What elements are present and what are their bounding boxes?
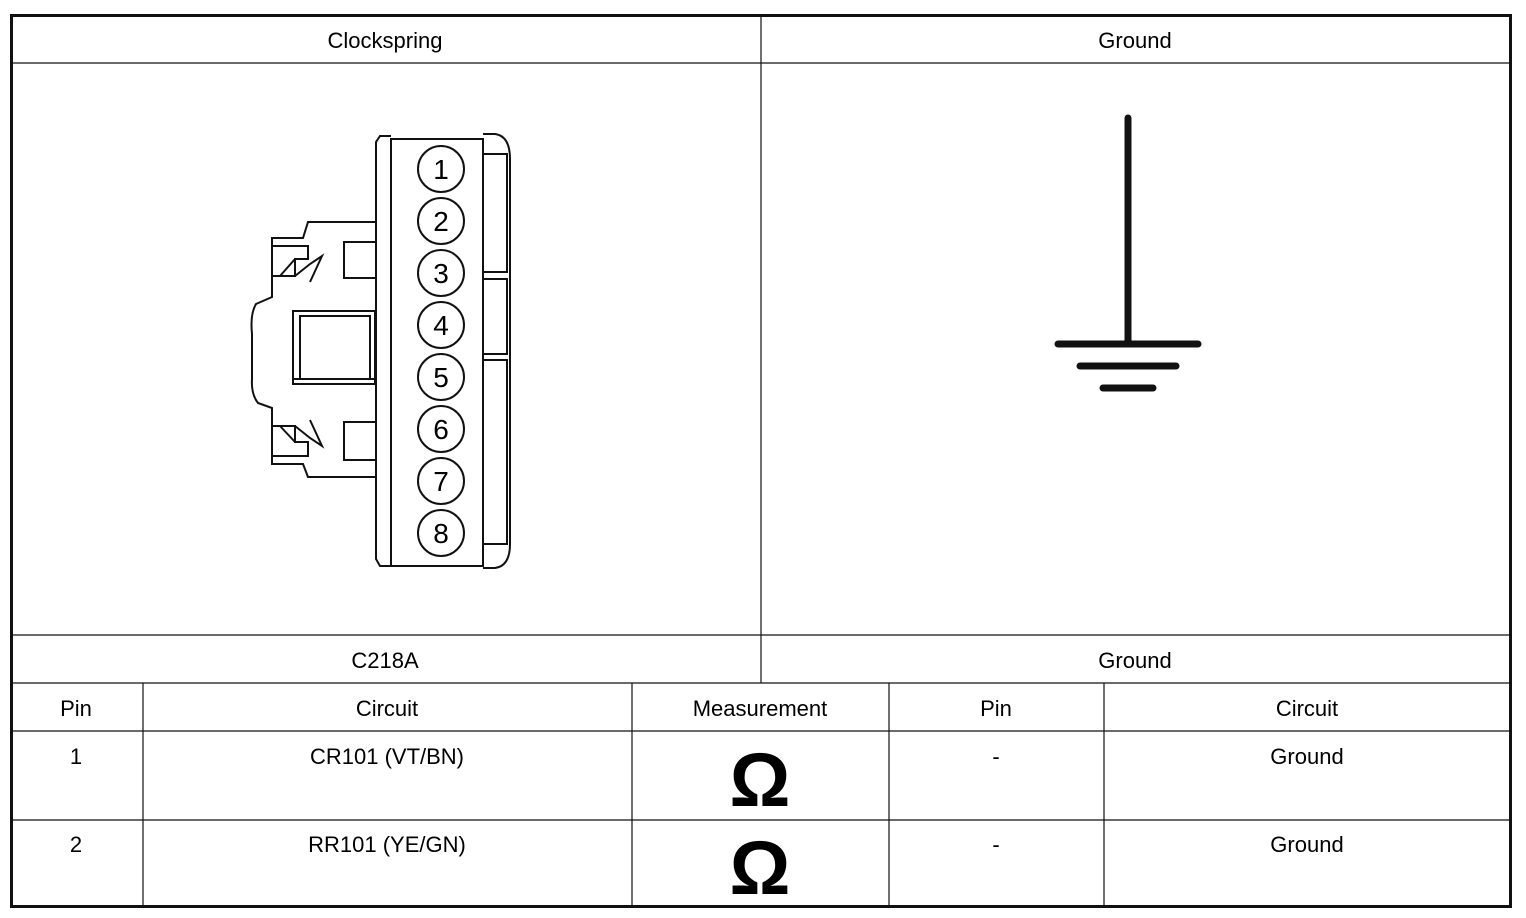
pin-circle (417, 145, 465, 193)
pin-1: 1 (417, 145, 465, 193)
header-pin: Pin (60, 696, 92, 721)
ground-icon (1054, 114, 1202, 392)
table-row: 2 RR101 (YE/GN) Ω - Ground (70, 826, 1344, 908)
row-circuit-ground: Ground (1270, 832, 1343, 857)
pin-circle (417, 509, 465, 557)
header-circuit-ground: Circuit (1276, 696, 1338, 721)
pin-6: 6 (417, 405, 465, 453)
header-measurement: Measurement (693, 696, 828, 721)
pin-circle (417, 405, 465, 453)
header-circuit: Circuit (356, 696, 418, 721)
pin-7: 7 (417, 457, 465, 505)
ground-label: Ground (1098, 648, 1171, 673)
pin-4: 4 (417, 301, 465, 349)
pinout-diagram: Clockspring Ground C21 (10, 14, 1512, 908)
connector-latch (250, 221, 376, 478)
pin-number: 5 (433, 362, 449, 393)
pin-circle (417, 301, 465, 349)
connector-flange (375, 135, 391, 567)
table-row: 1 CR101 (VT/BN) Ω - Ground (70, 738, 1344, 823)
pin-2: 2 (417, 197, 465, 245)
pin-number: 1 (433, 154, 449, 185)
pin-circles: 1 2 3 4 5 6 7 8 (417, 145, 465, 557)
row-circuit: CR101 (VT/BN) (310, 744, 464, 769)
connector-cap (483, 133, 511, 569)
pin-circle (417, 353, 465, 401)
row-pin: 2 (70, 832, 82, 857)
clockspring-title: Clockspring (328, 28, 443, 53)
pin-8: 8 (417, 509, 465, 557)
pin-circle (417, 197, 465, 245)
row-circuit-ground: Ground (1270, 744, 1343, 769)
pin-number: 6 (433, 414, 449, 445)
ohm-icon: Ω (730, 738, 791, 823)
table-grid (10, 14, 1512, 908)
ohm-icon: Ω (730, 826, 791, 908)
pin-circle (417, 249, 465, 297)
row-pin: 1 (70, 744, 82, 769)
row-pin-ground: - (992, 744, 999, 769)
ground-title: Ground (1098, 28, 1171, 53)
pin-number: 4 (433, 310, 449, 341)
pin-number: 8 (433, 518, 449, 549)
pin-number: 7 (433, 466, 449, 497)
table-header-row: Pin Circuit Measurement Pin Circuit (60, 696, 1338, 721)
pin-number: 2 (433, 206, 449, 237)
connector-id-label: C218A (351, 648, 419, 673)
pin-5: 5 (417, 353, 465, 401)
pin-3: 3 (417, 249, 465, 297)
connector-housing (390, 138, 484, 567)
pin-circle (417, 457, 465, 505)
header-pin-ground: Pin (980, 696, 1012, 721)
row-pin-ground: - (992, 832, 999, 857)
pin-number: 3 (433, 258, 449, 289)
row-circuit: RR101 (YE/GN) (308, 832, 466, 857)
connector-drawing (250, 133, 511, 569)
